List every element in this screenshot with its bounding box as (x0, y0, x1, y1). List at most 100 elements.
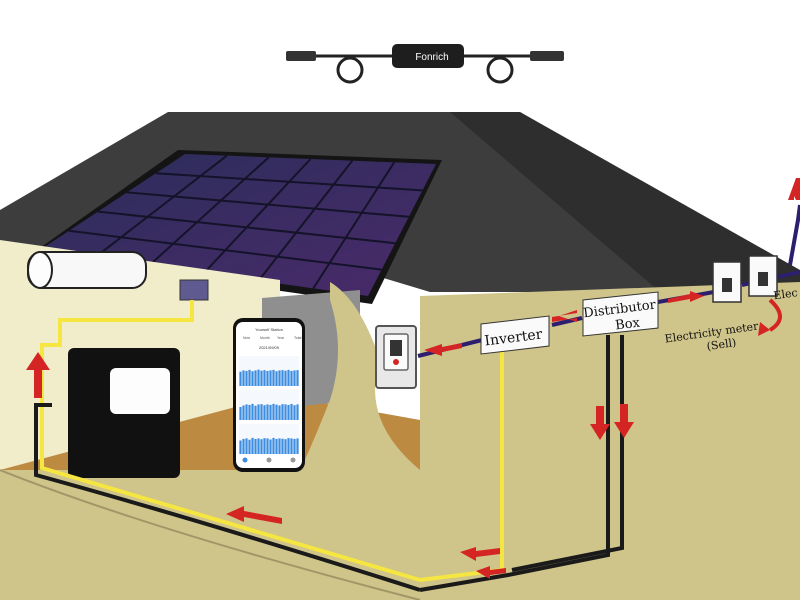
phone-tab: Now (243, 336, 250, 340)
phone-bottom-nav (242, 457, 296, 463)
phone-chart-bar (248, 404, 251, 420)
phone-chart-bar (245, 438, 248, 454)
arrow-floor-right (460, 547, 500, 561)
arrow-floor-right-2 (476, 566, 506, 579)
phone-chart-bar (239, 440, 242, 454)
phone-chart-bar (251, 403, 254, 420)
phone-chart-bar (266, 404, 269, 420)
phone-chart-bar (263, 405, 266, 420)
phone-chart-bar (242, 405, 245, 420)
phone-chart-bar (257, 438, 260, 454)
phone-chart-bar (290, 403, 293, 420)
phone-chart-bar (269, 370, 272, 386)
phone-chart-bar (242, 370, 245, 386)
phone-charts (239, 356, 299, 454)
phone-chart-bar (260, 439, 263, 454)
phone-chart-bar (278, 405, 281, 420)
phone-chart-bar (278, 370, 281, 386)
inverter-label: Inverter (484, 327, 544, 350)
phone-chart-bar (245, 404, 248, 420)
phone-nav-data-icon (266, 457, 272, 463)
flow-arrows (26, 178, 800, 579)
arrow-down-2 (614, 404, 634, 438)
phone-nav-profile-icon (290, 457, 296, 463)
phone-chart-bar (272, 369, 275, 386)
phone-chart-bar (287, 369, 290, 386)
phone-chart-bg (239, 424, 299, 454)
inverter: Inverter (480, 315, 550, 355)
phone-chart-bar (260, 370, 263, 386)
front-cutaway-wall (0, 282, 420, 600)
phone-chart-bar (296, 438, 299, 454)
panel-row-divider (155, 172, 423, 192)
phone-chart-bar (281, 404, 284, 420)
phone-chart-bar (248, 369, 251, 386)
phone-date: 2021/09/09 (259, 345, 280, 350)
distributor-box: Distributor Box (582, 291, 659, 337)
phone-tab: Month (260, 336, 270, 340)
phone-chart-bg (239, 390, 299, 420)
distributor-label-2: Box (614, 315, 641, 333)
panel-row-divider (126, 191, 409, 218)
phone-chart-bar (293, 405, 296, 420)
arrow-inverter-distributor (552, 310, 577, 322)
phone-chart-bar (293, 438, 296, 454)
phone-chart-bar (290, 370, 293, 386)
phone-chart-bar (254, 370, 257, 386)
phone-chart-bar (296, 370, 299, 386)
wall-socket (179, 279, 209, 301)
phone-app[interactable]: Yourself Station Now Month Year Total 2021/… (233, 318, 305, 472)
phone-chart-bar (290, 438, 293, 454)
panel-col-divider (257, 160, 354, 282)
phone-chart-bar (257, 369, 260, 386)
phone-chart-bar (266, 438, 269, 454)
phone-chart-bar (275, 371, 278, 386)
phone-chart-bar (281, 438, 284, 454)
arrow-junction-inverter (424, 343, 462, 356)
phone-chart-bar (260, 404, 263, 420)
panel-row-divider (97, 210, 396, 245)
phone-chart-bar (266, 370, 269, 386)
phone-chart-bar (287, 404, 290, 420)
phone-chart-bar (269, 404, 272, 420)
panel-col-divider (312, 161, 396, 289)
phone-chart-bar (263, 370, 266, 386)
phone-chart-bar (281, 370, 284, 386)
phone-tab: Year (277, 336, 285, 340)
phone-tab-row: Now Month Year Total (243, 336, 302, 340)
phone-chart-bar (278, 438, 281, 454)
phone-chart-bar (284, 439, 287, 454)
phone-chart-bar (251, 437, 254, 454)
phone-nav-home-icon (242, 457, 248, 463)
phone-chart-bar (296, 404, 299, 420)
rapid-shutdown-device: Fonrich (286, 44, 564, 84)
panel-col-divider (148, 156, 270, 267)
junction-box (375, 325, 417, 389)
phone-chart-bar (284, 370, 287, 386)
phone-chart-bar (248, 439, 251, 454)
brand-label: Fonrich (415, 52, 448, 63)
phone-chart-bar (263, 438, 266, 454)
phone-chart-bar (272, 437, 275, 454)
phone-chart-bar (242, 438, 245, 454)
panel-col-divider (203, 158, 312, 274)
arrow-down-1 (590, 406, 610, 440)
meter-label-partial: Elec (773, 286, 799, 302)
phone-chart-bar (245, 370, 248, 386)
phone-chart-bar (239, 371, 242, 386)
phone-chart-bar (239, 407, 242, 420)
phone-title: Yourself Station (255, 327, 283, 332)
phone-tab: Total (294, 336, 302, 340)
arrow-up-left (26, 352, 50, 398)
phone-chart-bar (284, 404, 287, 420)
appliance-unit (68, 348, 180, 478)
phone-chart-bar (269, 439, 272, 454)
phone-chart-bar (257, 404, 260, 420)
phone-chart-bar (254, 405, 257, 420)
phone-chart-bar (275, 404, 278, 420)
phone-chart-bg (239, 356, 299, 386)
arrow-floor-left (226, 506, 282, 524)
meter-label-2: (Sell) (706, 336, 737, 353)
arrow-distributor-meter (668, 291, 704, 303)
